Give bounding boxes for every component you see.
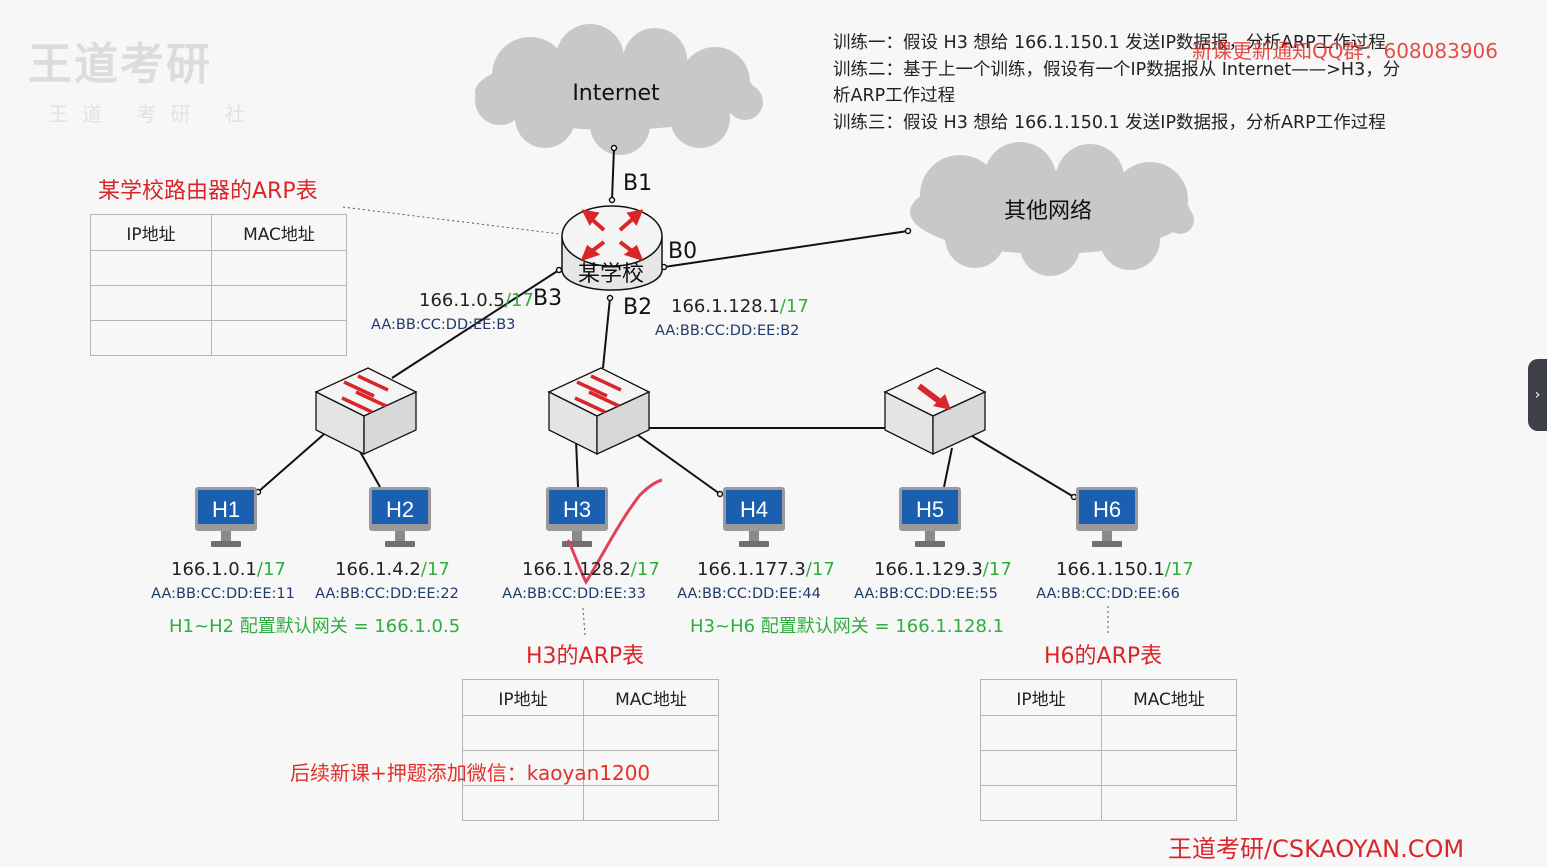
host-ip-h4: 166.1.177.3/17 bbox=[697, 559, 835, 580]
host-name-h2: H2 bbox=[386, 497, 414, 522]
host-ip-h1: 166.1.0.1/17 bbox=[171, 559, 286, 580]
router-name: 某学校 bbox=[578, 262, 645, 287]
hub-right-icon bbox=[883, 367, 987, 456]
watermark-sub: 王道 考研 社 bbox=[48, 102, 259, 126]
task-2-cont: 析ARP工作过程 bbox=[833, 86, 956, 106]
host-ip-h3: 166.1.128.2/17 bbox=[522, 559, 660, 580]
host-mac-h3: AA:BB:CC:DD:EE:33 bbox=[502, 586, 646, 602]
port-b3: B3 bbox=[533, 286, 563, 311]
task-3: 训练三：假设 H3 想给 166.1.150.1 发送IP数据报，分析ARP工作… bbox=[833, 112, 1386, 133]
port-b1: B1 bbox=[623, 171, 653, 196]
side-panel-toggle[interactable]: › bbox=[1528, 359, 1547, 431]
qq-group-note: 新课更新通知QQ群：608083906 bbox=[1192, 39, 1499, 63]
link-b0 bbox=[663, 230, 909, 268]
router-arp-col-mac: MAC地址 bbox=[211, 214, 347, 251]
host-name-h4: H4 bbox=[740, 497, 768, 522]
switch-left-icon bbox=[314, 367, 418, 456]
b2-mac: AA:BB:CC:DD:EE:B2 bbox=[655, 323, 800, 339]
internet-cloud: Internet bbox=[475, 24, 763, 155]
router-arp-title: 某学校路由器的ARP表 bbox=[98, 179, 318, 204]
router-arp-col-ip: IP地址 bbox=[90, 214, 212, 251]
leader-lines bbox=[342, 206, 1109, 637]
wechat-note: 后续新课+押题添加微信：kaoyan1200 bbox=[290, 761, 651, 785]
router-icon bbox=[561, 205, 663, 291]
brand-footer: 王道考研/CSKAOYAN.COM bbox=[1168, 835, 1465, 863]
host-ip-h6: 166.1.150.1/17 bbox=[1056, 559, 1194, 580]
host-mac-h6: AA:BB:CC:DD:EE:66 bbox=[1036, 586, 1180, 602]
host-icon-h2: H2 bbox=[369, 487, 431, 547]
host-ip-h2: 166.1.4.2/17 bbox=[335, 559, 450, 580]
link-h6 bbox=[971, 435, 1075, 498]
host-name-h1: H1 bbox=[212, 497, 240, 522]
link-b3 bbox=[391, 269, 560, 379]
host-icon-h6: H6 bbox=[1076, 487, 1138, 547]
h6-arp-col-ip: IP地址 bbox=[980, 679, 1102, 716]
internet-label: Internet bbox=[572, 81, 660, 106]
other-network-cloud: 其他网络 bbox=[910, 142, 1194, 276]
task-list: 训练一：假设 H3 想给 166.1.150.1 发送IP数据报，分析ARP工作… bbox=[833, 30, 1400, 136]
gateway-right-note: H3~H6 配置默认网关 = 166.1.128.1 bbox=[690, 616, 1005, 637]
h6-arp-title: H6的ARP表 bbox=[1044, 644, 1163, 669]
watermark-logo: 王道考研 bbox=[28, 39, 212, 90]
port-b0: B0 bbox=[668, 239, 698, 264]
host-name-h6: H6 bbox=[1093, 497, 1121, 522]
link-h4 bbox=[634, 432, 721, 495]
h3-arp-col-mac: MAC地址 bbox=[583, 679, 719, 716]
host-name-h3: H3 bbox=[563, 497, 591, 522]
task-2: 训练二：基于上一个训练，假设有一个IP数据报从 Internet——>H3，分 bbox=[833, 59, 1401, 80]
port-b2: B2 bbox=[623, 295, 653, 320]
links bbox=[257, 147, 1075, 498]
h3-arp-col-ip: IP地址 bbox=[462, 679, 584, 716]
link-b2 bbox=[602, 297, 611, 369]
h6-arp-col-mac: MAC地址 bbox=[1101, 679, 1237, 716]
host-ip-h5: 166.1.129.3/17 bbox=[874, 559, 1012, 580]
host-mac-h2: AA:BB:CC:DD:EE:22 bbox=[315, 586, 459, 602]
check-mark-annotation bbox=[566, 478, 663, 586]
gateway-left-note: H1~H2 配置默认网关 = 166.1.0.5 bbox=[169, 616, 461, 637]
host-mac-h4: AA:BB:CC:DD:EE:44 bbox=[677, 586, 821, 602]
host-name-h5: H5 bbox=[916, 497, 944, 522]
switch-middle-icon bbox=[547, 367, 651, 456]
b2-ip: 166.1.128.1/17 bbox=[671, 296, 809, 317]
other-network-label: 其他网络 bbox=[1004, 199, 1092, 224]
host-mac-h1: AA:BB:CC:DD:EE:11 bbox=[151, 586, 295, 602]
link-h5 bbox=[943, 447, 953, 488]
host-icon-h5: H5 bbox=[899, 487, 961, 547]
hosts: H1 H2 H3 H4 H5 H6 bbox=[195, 487, 1138, 547]
b3-ip: 166.1.0.5/17 bbox=[419, 290, 534, 311]
host-icon-h4: H4 bbox=[723, 487, 785, 547]
link-h1 bbox=[257, 427, 332, 493]
link-b1 bbox=[611, 147, 615, 201]
host-mac-h5: AA:BB:CC:DD:EE:55 bbox=[854, 586, 998, 602]
host-icon-h3: H3 bbox=[546, 487, 608, 547]
b3-mac: AA:BB:CC:DD:EE:B3 bbox=[371, 317, 516, 333]
task-1: 训练一：假设 H3 想给 166.1.150.1 发送IP数据报，分析ARP工作… bbox=[833, 33, 1386, 53]
h3-arp-title: H3的ARP表 bbox=[526, 644, 645, 669]
host-icon-h1: H1 bbox=[195, 487, 257, 547]
link-h2 bbox=[357, 447, 381, 488]
link-h3 bbox=[575, 439, 579, 488]
chevron-right-icon: › bbox=[1534, 387, 1541, 403]
